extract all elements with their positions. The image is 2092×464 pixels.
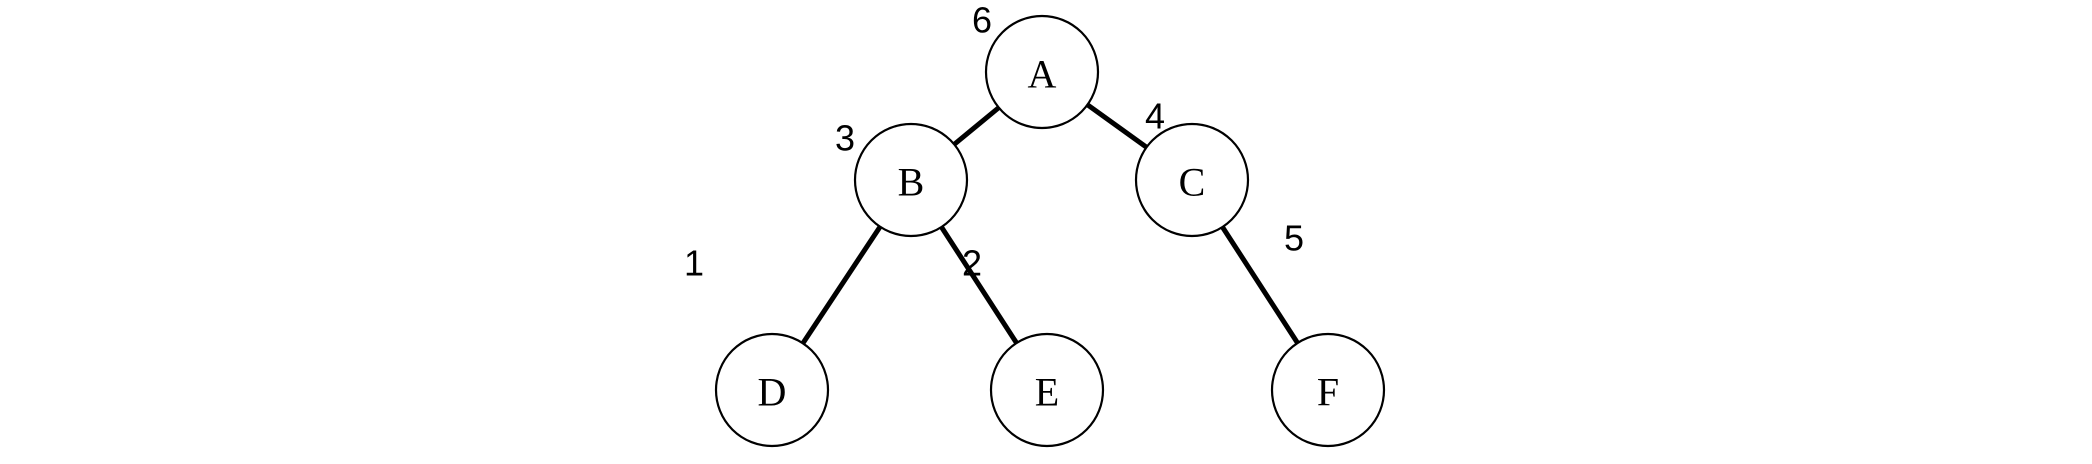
weight-label-d: 1 [684, 243, 704, 284]
edge-b-d [800, 225, 883, 345]
node-c-label: C [1179, 160, 1206, 205]
node-f-circle[interactable] [1270, 332, 1386, 448]
weight-label-c: 4 [1145, 96, 1165, 137]
node-c[interactable]: C [1134, 122, 1250, 238]
node-e-label: E [1035, 370, 1059, 415]
node-b-circle[interactable] [853, 122, 969, 238]
node-f[interactable]: F [1270, 332, 1386, 448]
node-a[interactable]: A [984, 14, 1100, 130]
node-e-circle[interactable] [989, 332, 1105, 448]
weight-label-e: 2 [962, 243, 982, 284]
node-f-label: F [1317, 370, 1339, 415]
edge-c-f [1220, 225, 1300, 345]
node-c-circle[interactable] [1134, 122, 1250, 238]
weight-label-f: 5 [1284, 218, 1304, 259]
node-e[interactable]: E [989, 332, 1105, 448]
node-b[interactable]: B [853, 122, 969, 238]
edge-b-e [939, 225, 1019, 345]
edge-a-c [1085, 102, 1149, 150]
node-b-label: B [898, 160, 925, 205]
node-a-circle[interactable] [984, 14, 1100, 130]
node-d-circle[interactable] [714, 332, 830, 448]
edge-a-b [952, 105, 1001, 147]
weight-label-a: 6 [972, 0, 992, 41]
node-a-label: A [1028, 52, 1057, 97]
node-d[interactable]: D [714, 332, 830, 448]
node-d-label: D [758, 370, 787, 415]
weight-label-b: 3 [835, 118, 855, 159]
edge-group [800, 102, 1300, 345]
